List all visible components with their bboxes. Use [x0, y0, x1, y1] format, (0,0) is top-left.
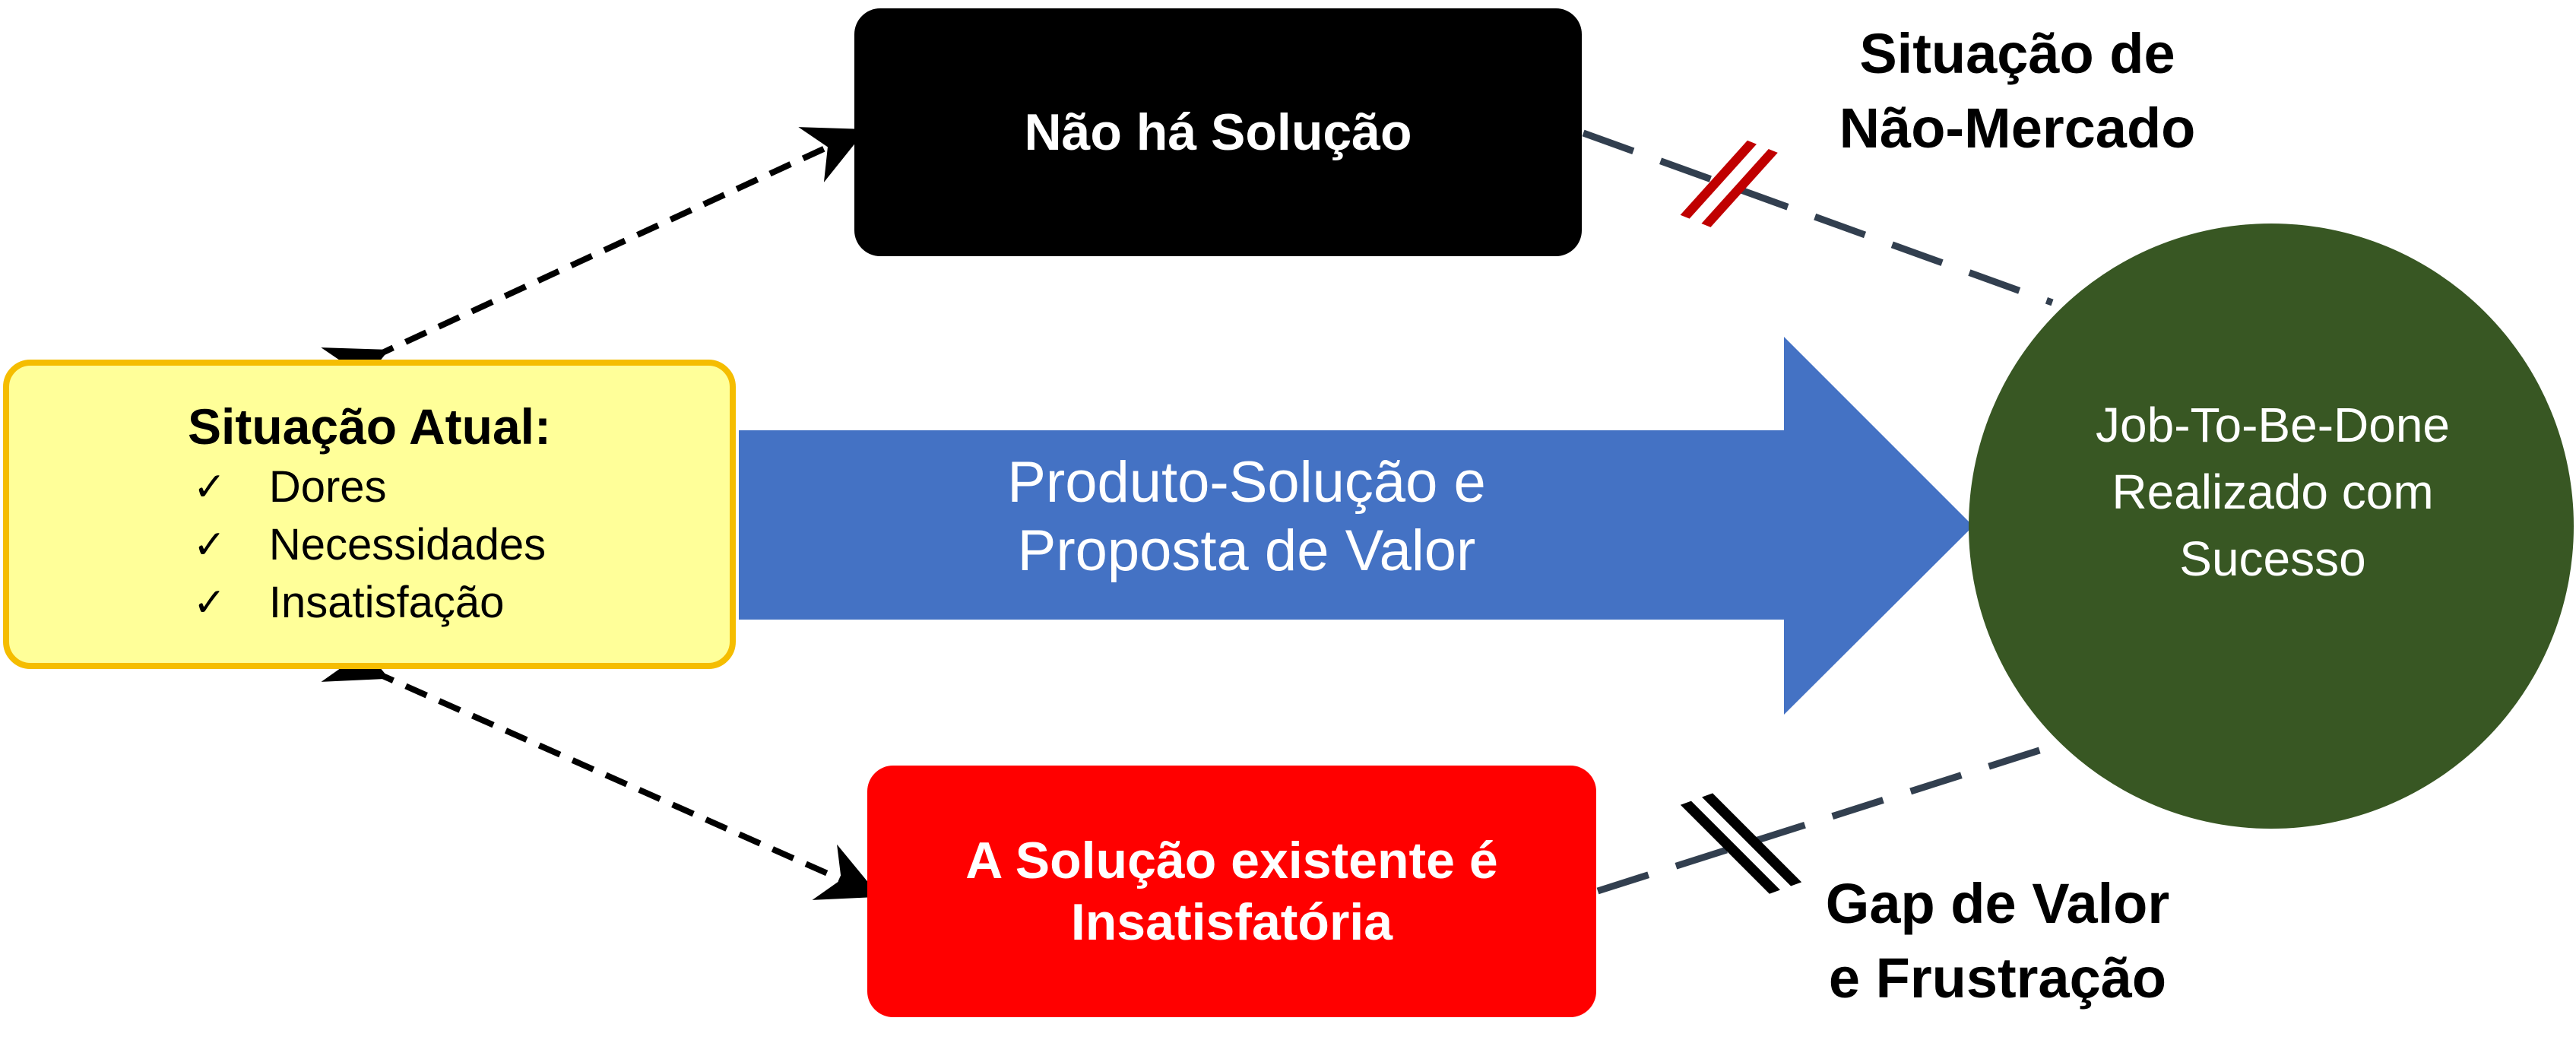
main-arrow-shape: [739, 337, 1973, 715]
goal-line1: Job-To-Be-Done: [2096, 398, 2450, 452]
current-situation-box: Situação Atual: ✓ Dores ✓ Necessidades ✓…: [3, 360, 736, 669]
no-solution-label: Não há Solução: [1024, 103, 1412, 161]
list-item: ✓ Insatisfação: [193, 574, 546, 632]
current-situation-list: ✓ Dores ✓ Necessidades ✓ Insatisfação: [193, 458, 546, 632]
main-arrow-line1: Produto-Solução e: [1007, 450, 1486, 515]
list-item: ✓ Necessidades: [193, 516, 546, 574]
unsatisfactory-solution-box: A Solução existente é Insatisfatória: [867, 766, 1596, 1017]
connector-situation-to-no-solution: [321, 127, 867, 403]
goal-line3: Sucesso: [2179, 531, 2366, 586]
check-icon: ✓: [192, 580, 227, 625]
list-item-label: Dores: [268, 461, 387, 512]
connector-no-solution-to-goal: [1582, 129, 2054, 306]
no-solution-box: Não há Solução: [854, 8, 1582, 256]
value-gap-line2: e Frustração: [1828, 946, 2167, 1010]
main-arrow-label: Produto-Solução e Proposta de Valor: [874, 449, 1619, 585]
check-icon: ✓: [192, 522, 227, 567]
list-item: ✓ Dores: [193, 458, 546, 516]
connector-situation-to-unsatisfactory: [321, 626, 880, 900]
goal-circle-shape: [1969, 224, 2574, 829]
value-gap-label: Gap de Valor e Frustração: [1732, 867, 2264, 1016]
check-icon: ✓: [192, 465, 227, 509]
unsatisfactory-line2: Insatisfatória: [1070, 893, 1393, 951]
non-market-line1: Situação de: [1859, 22, 2175, 85]
main-arrow-line2: Proposta de Valor: [1017, 518, 1476, 583]
non-market-label: Situação de Não-Mercado: [1751, 17, 2283, 166]
break-marker-black-icon: [1680, 793, 1802, 894]
goal-line2: Realizado com: [2112, 465, 2434, 519]
list-item-label: Insatisfação: [268, 577, 505, 627]
unsatisfactory-line1: A Solução existente é: [965, 832, 1498, 890]
break-marker-red-icon: [1680, 140, 1778, 227]
list-item-label: Necessidades: [268, 519, 547, 569]
current-situation-title: Situação Atual:: [188, 398, 551, 455]
value-gap-line1: Gap de Valor: [1825, 872, 2170, 935]
goal-label: Job-To-Be-Done Realizado com Sucesso: [2007, 392, 2539, 592]
non-market-line2: Não-Mercado: [1839, 97, 2196, 160]
